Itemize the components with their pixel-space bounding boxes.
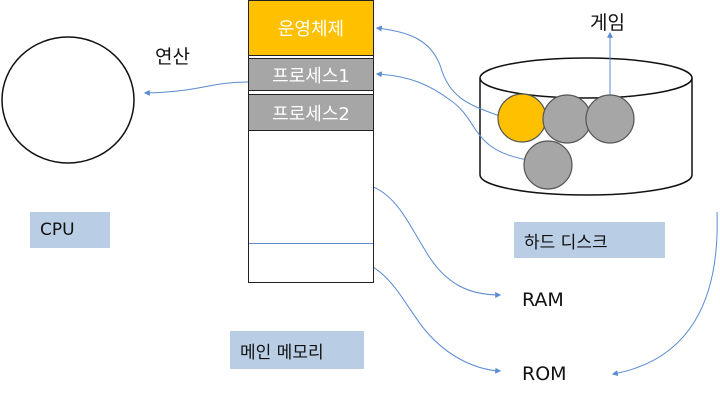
main-memory-tag-label: 메인 메모리 (240, 342, 324, 363)
memory-block-os-label: 운영체제 (277, 19, 345, 40)
cpu-tag-label: CPU (40, 220, 75, 240)
memory-block-process1: 프로세스1 (248, 58, 374, 91)
disk-circle-3 (585, 94, 635, 144)
memory-block-process1-label: 프로세스1 (272, 65, 350, 87)
cpu-circle (1, 36, 135, 164)
hard-disk-tag-label: 하드 디스크 (524, 232, 608, 253)
memory-block-os: 운영체제 (248, 0, 374, 56)
rom-label: ROM (522, 363, 567, 385)
main-memory-tag: 메인 메모리 (230, 331, 364, 369)
arrow-disk-to-os (375, 25, 506, 119)
hard-disk-tag: 하드 디스크 (514, 222, 665, 258)
arrow-process1-to-cpu (143, 81, 249, 96)
disk-circle-game (497, 93, 547, 143)
disk-circle-2 (542, 94, 592, 144)
ram-label: RAM (522, 289, 564, 311)
arrow-disk-to-rom (611, 211, 718, 377)
memory-block-process2-label: 프로세스2 (272, 103, 350, 125)
operation-label: 연산 (155, 46, 190, 68)
arrow-disk-to-process1 (375, 71, 529, 161)
memory-divider (249, 243, 373, 244)
disk-circle-4 (523, 140, 573, 190)
cpu-tag: CPU (30, 212, 110, 248)
game-label: 게임 (590, 12, 625, 34)
memory-block-process2: 프로세스2 (248, 94, 374, 131)
